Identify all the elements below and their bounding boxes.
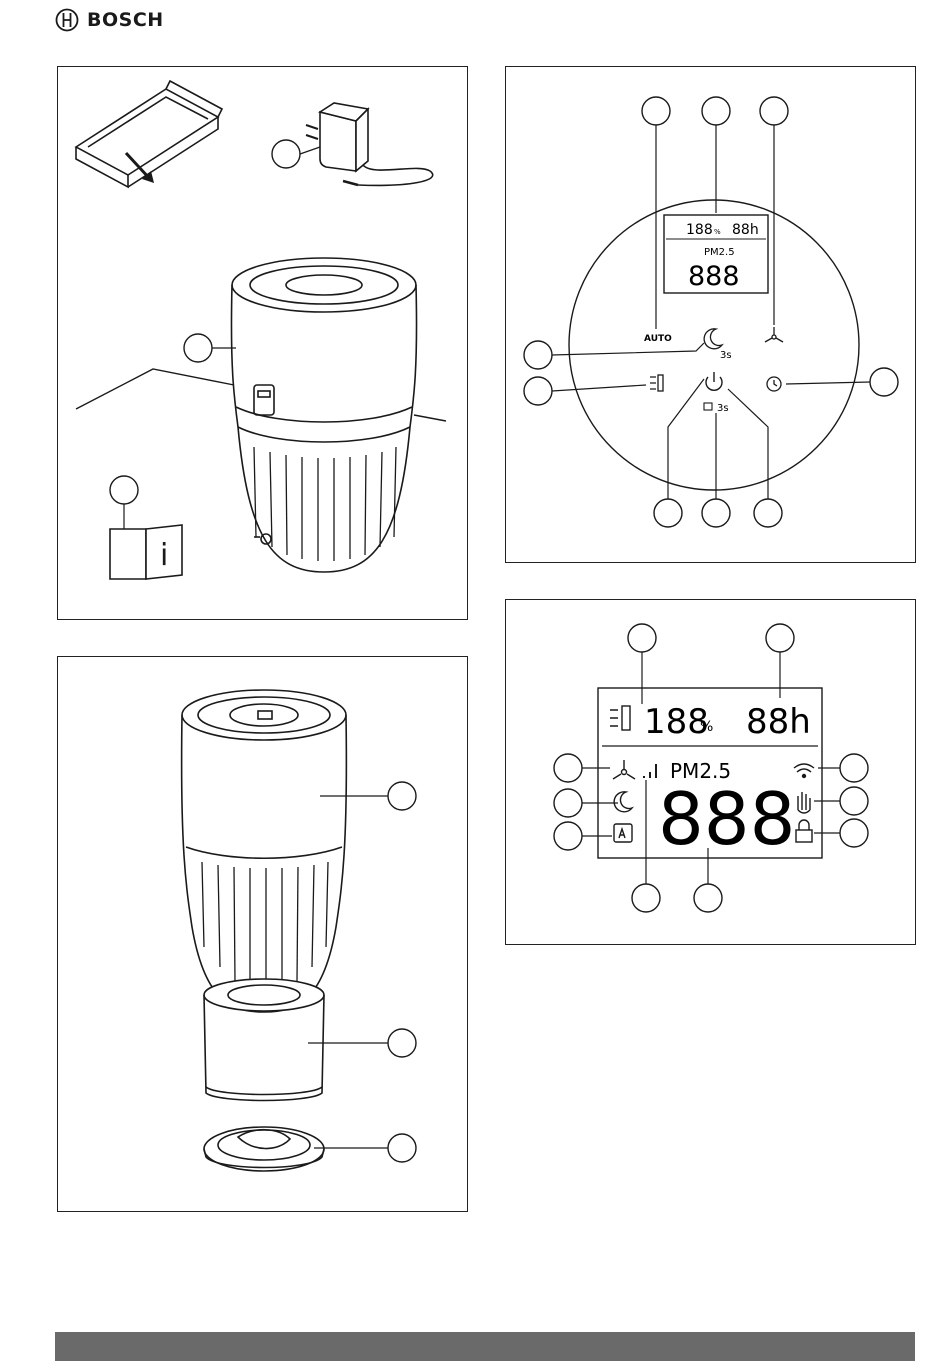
air-purifier-illustration [231, 258, 416, 572]
mini-filter-unit: % [714, 228, 721, 236]
main-readout: 888 [658, 777, 795, 861]
exploded-view-illustration [58, 657, 467, 1211]
filter-button[interactable] [650, 375, 663, 391]
filter-assembly-panel [57, 656, 468, 1212]
base-plate-illustration [204, 1127, 324, 1171]
display-legend-panel: 188 % 88h PM2.5 888 [505, 599, 916, 945]
leader-lines [552, 125, 870, 499]
auto-button[interactable]: AUTO [644, 334, 672, 344]
timer-value: 88h [746, 702, 811, 742]
display-legend-illustration: 188 % 88h PM2.5 888 [506, 600, 915, 944]
purifier-top-illustration [182, 690, 347, 1012]
callout-circle [184, 334, 212, 362]
power-adapter-illustration [306, 103, 433, 185]
filter-life-unit: % [700, 719, 713, 735]
brand-name: BOSCH [87, 9, 164, 31]
purifier-grille [254, 447, 396, 561]
mini-pm-label: PM2.5 [704, 247, 735, 258]
lock-icon [704, 403, 712, 410]
callout-group [388, 782, 416, 1162]
control-panel-diagram: 188 % 88h PM2.5 888 AUTO 3s 3s [505, 66, 916, 563]
mini-filter-value: 188 [686, 222, 713, 238]
sleep-mode-button[interactable] [704, 329, 722, 349]
power-button[interactable] [706, 372, 722, 390]
callout-group [524, 97, 898, 527]
package-contents-panel: i [57, 66, 468, 620]
mini-main-value: 888 [688, 261, 740, 292]
mini-timer-value: 88h [732, 222, 759, 238]
package-contents-illustration: i [58, 67, 467, 619]
info-icon: i [160, 538, 168, 573]
manual-illustration [110, 525, 182, 579]
sleep-hold-hint: 3s [720, 350, 732, 361]
fan-speed-button[interactable] [765, 327, 783, 342]
control-panel-illustration: 188 % 88h PM2.5 888 AUTO 3s 3s [506, 67, 915, 562]
bosch-armature-icon [55, 8, 79, 32]
lock-hold-hint: 3s [717, 403, 729, 414]
callout-circle [272, 140, 300, 168]
box-illustration [76, 81, 222, 187]
timer-button[interactable] [767, 377, 781, 391]
brand-header: BOSCH [55, 8, 164, 32]
filter-cartridge-illustration [204, 979, 324, 1101]
callout-circle [110, 476, 138, 504]
purifier-top-grille [202, 862, 328, 991]
leader-lines [308, 796, 388, 1148]
footer-bar [55, 1332, 915, 1361]
